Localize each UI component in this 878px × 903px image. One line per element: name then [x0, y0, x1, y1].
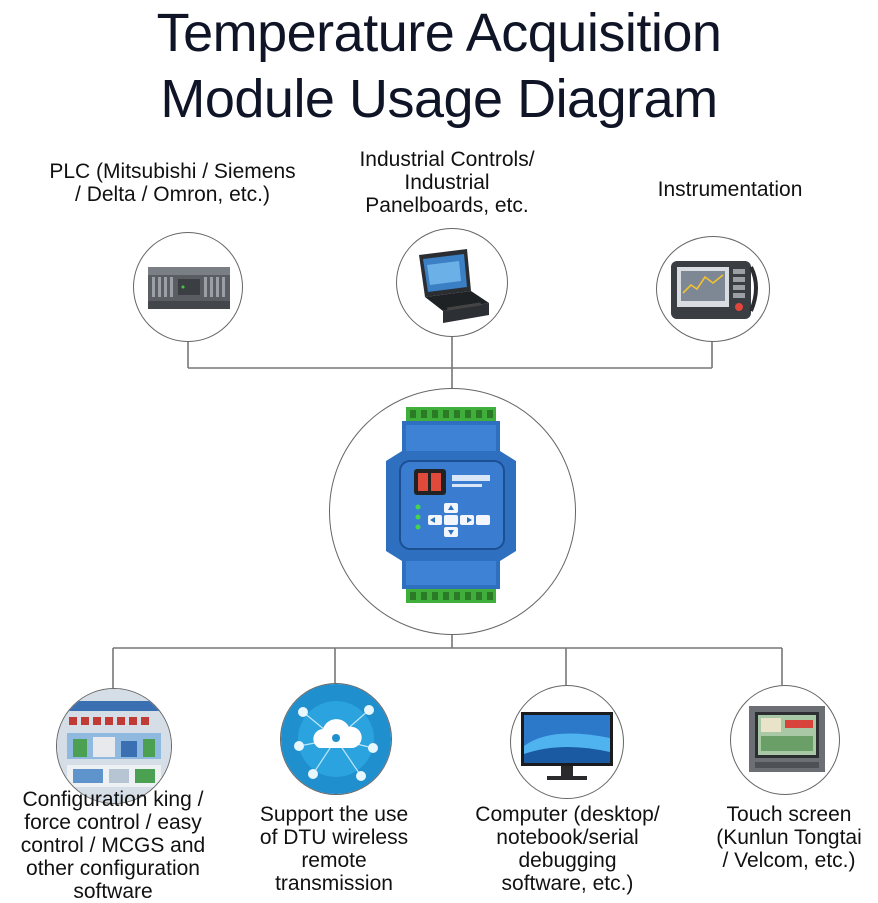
label-touch-screen: Touch screen (Kunlun Tongtai / Velcom, e… [716, 803, 862, 873]
hmi-panel-icon [749, 706, 825, 772]
diagram-title-line-1: Temperature Acquisition [156, 3, 722, 63]
label-configuration-software: Configuration king / force control / eas… [20, 788, 206, 903]
instrument-icon [671, 261, 758, 319]
computer-circle [510, 685, 624, 799]
cloud-network-icon [281, 684, 391, 794]
diagram-title-line-2: Module Usage Diagram [160, 69, 718, 129]
label-dtu-wireless: Support the use of DTU wireless remote t… [259, 803, 409, 896]
instrumentation-circle [656, 236, 770, 342]
top-terminals [406, 407, 496, 421]
industrial-controls-circle [396, 228, 508, 337]
rugged-laptop-icon [419, 249, 489, 323]
label-instrumentation: Instrumentation [657, 178, 803, 201]
bottom-terminals [406, 589, 496, 603]
scada-screen-icon [57, 689, 171, 803]
module-circle [329, 388, 576, 635]
plc-circle [133, 232, 243, 342]
touch-screen-circle [730, 685, 840, 795]
plc-icon [148, 267, 230, 309]
label-plc: PLC (Mitsubishi / Siemens / Delta / Omro… [49, 160, 296, 207]
label-computer: Computer (desktop/ notebook/serial debug… [475, 803, 660, 896]
label-industrial-controls: Industrial Controls/ Industrial Panelboa… [359, 148, 535, 218]
dtu-circle [280, 683, 392, 795]
monitor-icon [521, 712, 613, 780]
temperature-module-icon [386, 407, 516, 603]
configuration-circle [56, 688, 172, 804]
